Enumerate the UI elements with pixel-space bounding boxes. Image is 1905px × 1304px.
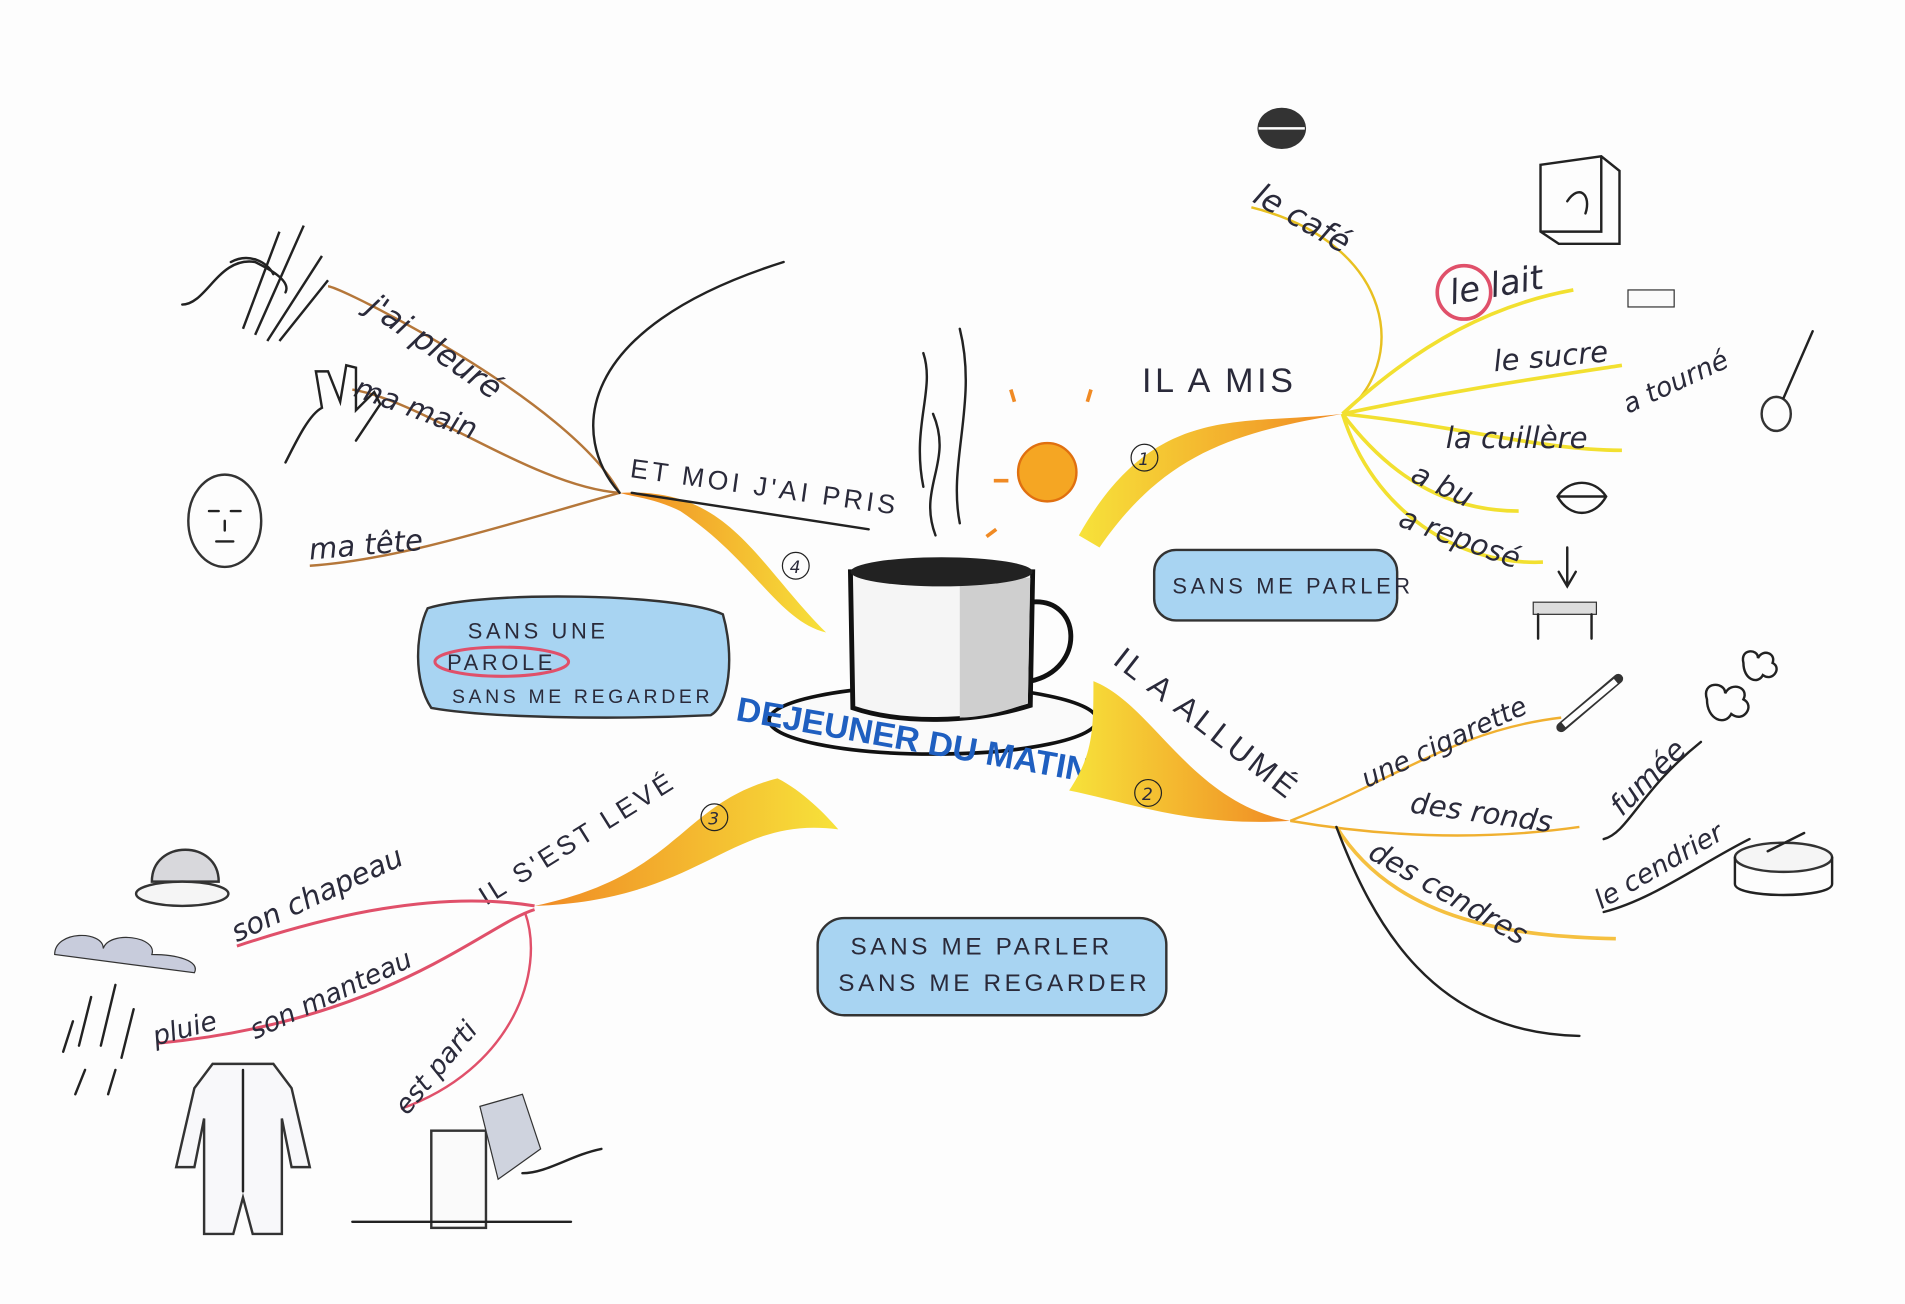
hand-icon bbox=[284, 363, 382, 464]
fridge-icon bbox=[1539, 155, 1621, 246]
child-label: des cendres bbox=[1363, 834, 1533, 952]
smoke-clouds-icon bbox=[1704, 650, 1778, 722]
branch-il-a-allume: 2 IL A ALLUMÉ une cigarette des ronds fu… bbox=[1069, 640, 1751, 1038]
rain-cloud-icon bbox=[54, 934, 196, 1096]
note-box-sans-me-parler: SANS ME PARLER bbox=[1152, 548, 1413, 622]
hat-icon bbox=[134, 848, 230, 908]
child-label: est parti bbox=[389, 1015, 485, 1121]
cigarette-icon bbox=[1556, 673, 1624, 733]
box-line: SANS UNE bbox=[468, 619, 609, 644]
branch-number: 3 bbox=[708, 810, 719, 830]
branch-number: 2 bbox=[1142, 785, 1153, 805]
branch-label: IL S'EST LEVÉ bbox=[473, 766, 681, 911]
face-icon bbox=[187, 473, 263, 569]
branch-number: 4 bbox=[790, 558, 801, 578]
note-box-sans-une-parole: SANS UNE PAROLE SANS ME REGARDER bbox=[416, 595, 731, 719]
spoon-icon bbox=[1760, 330, 1814, 433]
branch-number: 1 bbox=[1138, 450, 1149, 470]
child-label: fumée bbox=[1603, 732, 1693, 822]
child-label: le café bbox=[1247, 177, 1356, 261]
crying-eye-icon bbox=[181, 225, 329, 342]
note-box-sans-me-parler-regarder: SANS ME PARLER SANS ME REGARDER bbox=[816, 916, 1168, 1017]
box-line: SANS ME PARLER bbox=[850, 934, 1112, 961]
box-line: SANS ME PARLER bbox=[1172, 574, 1413, 599]
sugar-cube-icon bbox=[1627, 289, 1675, 308]
branch-label: ET MOI J'AI PRIS bbox=[628, 453, 900, 520]
child-label: son manteau bbox=[245, 944, 417, 1046]
branch-label: IL A MIS bbox=[1142, 362, 1297, 400]
sun-icon bbox=[985, 389, 1111, 539]
child-label: des ronds bbox=[1408, 786, 1554, 840]
ashtray-icon bbox=[1733, 831, 1834, 897]
coat-icon bbox=[174, 1062, 312, 1236]
child-label: ma tête bbox=[307, 523, 424, 567]
box-line: SANS ME REGARDER bbox=[838, 970, 1150, 997]
box-line: SANS ME REGARDER bbox=[452, 686, 713, 708]
child-label: a tourné bbox=[1618, 344, 1733, 420]
table-icon bbox=[1532, 546, 1598, 640]
child-label: le cendrier bbox=[1589, 816, 1730, 915]
child-label: une cigarette bbox=[1357, 691, 1532, 795]
box-line: PAROLE bbox=[447, 650, 556, 675]
child-label: le sucre bbox=[1492, 334, 1609, 378]
door-icon bbox=[351, 1093, 603, 1230]
coffee-bean-icon bbox=[1257, 107, 1307, 150]
lips-icon bbox=[1556, 481, 1608, 514]
child-label: la cuillère bbox=[1446, 421, 1588, 455]
branch-il-a-mis: 1 IL A MIS le café le lait le sucre la c… bbox=[1078, 177, 1733, 575]
child-label: pluie bbox=[148, 1006, 220, 1053]
branch-et-moi-jai-pris: 4 ET MOI J'AI PRIS j'ai pleuré ma main m… bbox=[307, 260, 901, 633]
coffee-cup-icon bbox=[767, 327, 1099, 756]
child-label: son chapeau bbox=[225, 839, 408, 948]
